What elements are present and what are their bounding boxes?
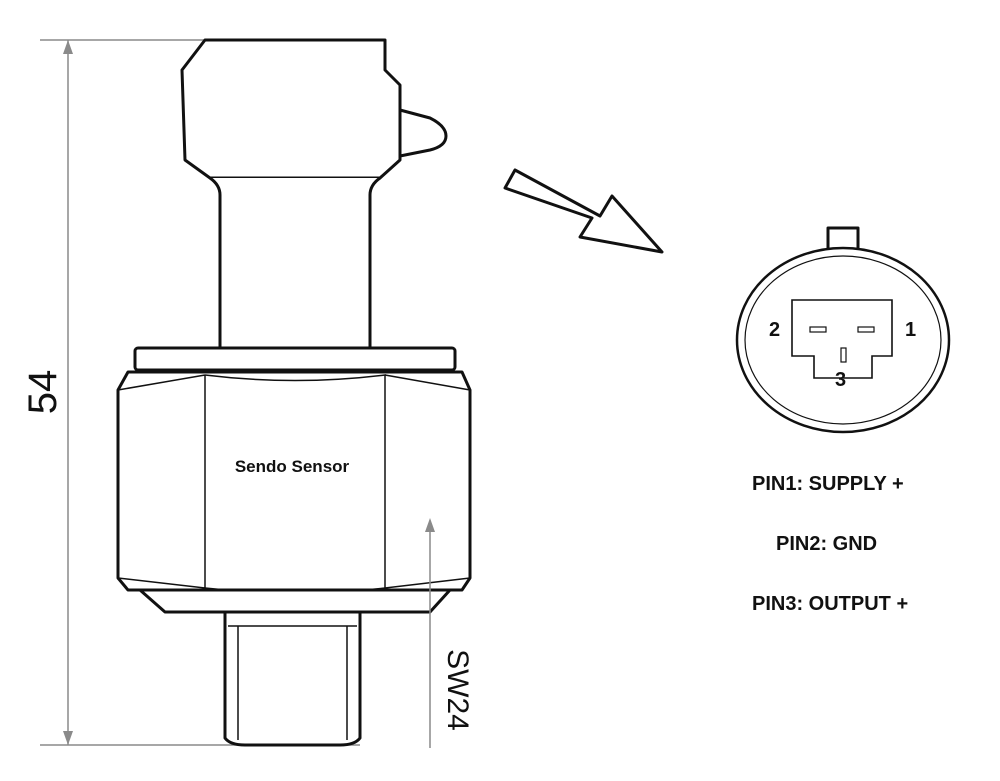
pin-legend-item-2: PIN2: GND [776,533,877,555]
dimension-arrow-up-icon [63,40,73,54]
pin-1-number: 1 [905,319,916,341]
sensor-neck [209,176,381,352]
wrench-size-arrow-icon [425,518,435,532]
wrench-size-label: SW24 [441,649,474,731]
connector-inner-ring [744,255,942,425]
latch-tab [398,108,448,158]
dimension-arrow-down-icon [63,731,73,745]
sensor-body: Sendo Sensor [116,38,472,747]
pin-legend-item-1: PIN1: SUPPLY + [752,473,904,495]
hex-chamfer [138,588,452,614]
pin-3-number: 3 [835,369,846,391]
connector-pin-housing [791,299,893,379]
connector-head [180,38,402,180]
view-direction-arrow-icon [503,168,664,254]
threaded-port [223,610,362,747]
pin-legend: PIN1: SUPPLY + PIN2: GND PIN3: OUTPUT + [752,473,908,615]
pin-2-number: 2 [769,319,780,341]
sensor-flange [133,346,457,372]
brand-label: Sendo Sensor [235,457,350,476]
pin-legend-item-3: PIN3: OUTPUT + [752,593,908,615]
connector-end-view: 1 2 3 [735,226,951,434]
pin-1-contact [857,326,875,333]
hex-facet-left [117,374,206,589]
wrench-size-callout: SW24 [425,518,474,748]
height-dimension-label: 54 [21,370,65,415]
hex-body [116,370,472,592]
hex-facet-right [384,374,471,589]
pin-2-contact [809,326,827,333]
pin-3-contact [840,347,847,363]
